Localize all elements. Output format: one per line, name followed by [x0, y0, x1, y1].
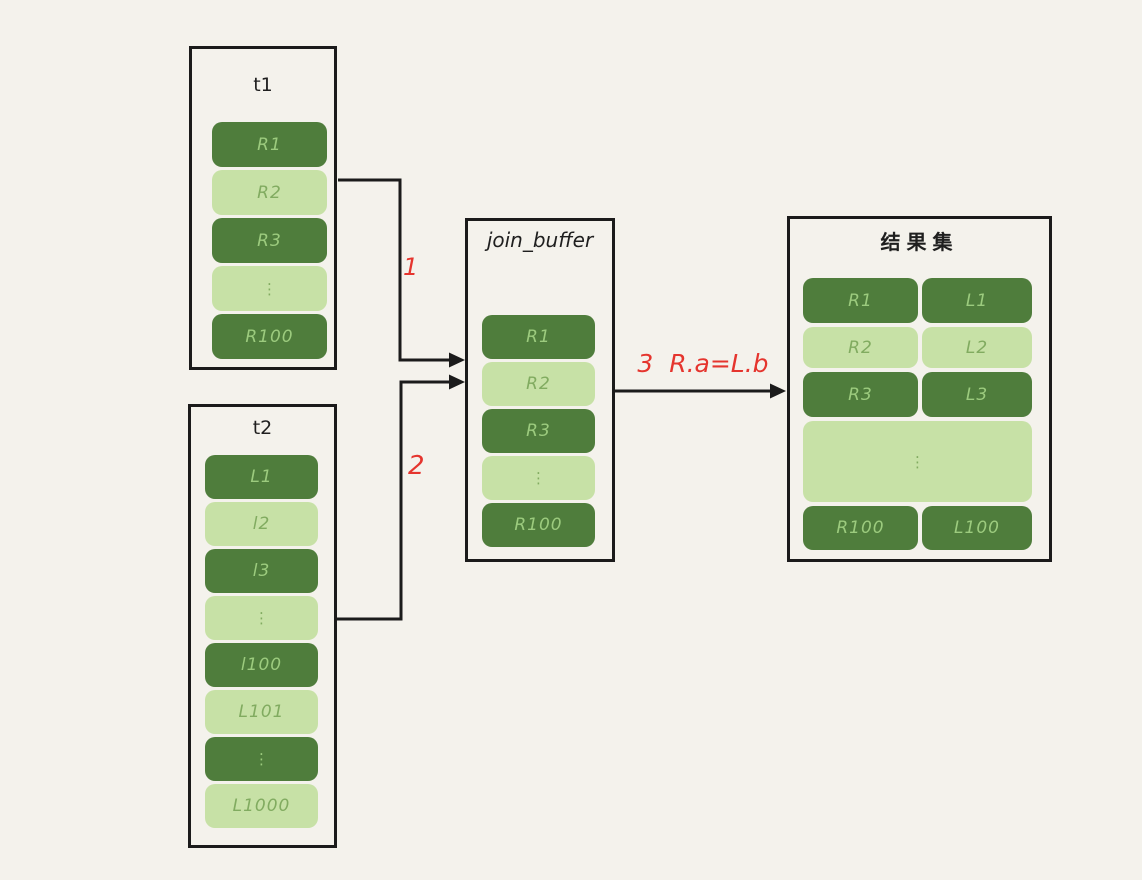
jb-row-ellipsis: ⋮ [482, 456, 595, 500]
result-row-1: R1 L1 [803, 278, 1032, 323]
t2-row-ellipsis-2: ⋮ [205, 737, 318, 781]
t2-row-l1000: L1000 [205, 784, 318, 828]
table-t2-title: t2 [252, 417, 273, 439]
jb-row-r3: R3 [482, 409, 595, 453]
arrow-step2-line [337, 374, 465, 621]
t1-row-ellipsis: ⋮ [212, 266, 327, 311]
t2-row-l2: l2 [205, 502, 318, 546]
t2-row-l1: L1 [205, 455, 318, 499]
t2-row-l3: l3 [205, 549, 318, 593]
result-cell-l2: L2 [922, 327, 1032, 368]
arrowhead-step2 [449, 374, 465, 390]
result-cell-r1: R1 [803, 278, 918, 323]
result-row-2: R2 L2 [803, 327, 1032, 368]
result-row-3: R3 L3 [803, 372, 1032, 417]
step3-join-condition-label: 3 R.a=L.b [637, 349, 769, 378]
arrowhead-step3 [770, 383, 786, 399]
jb-row-r100: R100 [482, 503, 595, 547]
result-cell-l1: L1 [922, 278, 1032, 323]
result-cell-r2: R2 [803, 327, 918, 368]
t2-row-l101: L101 [205, 690, 318, 734]
t1-row-r3: R3 [212, 218, 327, 263]
result-row-ellipsis: ⋮ [803, 421, 1032, 502]
result-row-100: R100 L100 [803, 506, 1032, 550]
table-t1-title: t1 [253, 74, 273, 96]
result-set-rows: R1 L1 R2 L2 R3 L3 ⋮ R100 L100 [803, 278, 1032, 550]
t2-row-ellipsis-1: ⋮ [205, 596, 318, 640]
t1-row-r1: R1 [212, 122, 327, 167]
join-buffer-title: join_buffer [486, 228, 594, 252]
result-cell-l100: L100 [922, 506, 1032, 550]
t1-row-r2: R2 [212, 170, 327, 215]
result-set: 结果集 R1 L1 R2 L2 R3 L3 ⋮ R100 L100 [787, 216, 1052, 562]
table-t2: t2 L1 l2 l3 ⋮ l100 L101 ⋮ L1000 [188, 404, 337, 848]
t1-row-r100: R100 [212, 314, 327, 359]
step1-label: 1 [403, 253, 419, 281]
table-t2-rows: L1 l2 l3 ⋮ l100 L101 ⋮ L1000 [205, 455, 318, 828]
jb-row-r1: R1 [482, 315, 595, 359]
jb-row-r2: R2 [482, 362, 595, 406]
result-cell-r3: R3 [803, 372, 918, 417]
result-cell-l3: L3 [922, 372, 1032, 417]
result-set-title: 结果集 [880, 230, 959, 254]
step2-label: 2 [408, 451, 425, 481]
join-buffer: join_buffer R1 R2 R3 ⋮ R100 [465, 218, 615, 562]
table-t1-rows: R1 R2 R3 ⋮ R100 [212, 122, 327, 359]
arrowhead-step1 [449, 352, 465, 368]
arrow-step3-line [615, 383, 786, 399]
arrow-step1-line [338, 178, 465, 368]
result-cell-r100: R100 [803, 506, 918, 550]
t2-row-l100: l100 [205, 643, 318, 687]
join-buffer-rows: R1 R2 R3 ⋮ R100 [482, 315, 595, 547]
table-t1: t1 R1 R2 R3 ⋮ R100 [189, 46, 337, 370]
